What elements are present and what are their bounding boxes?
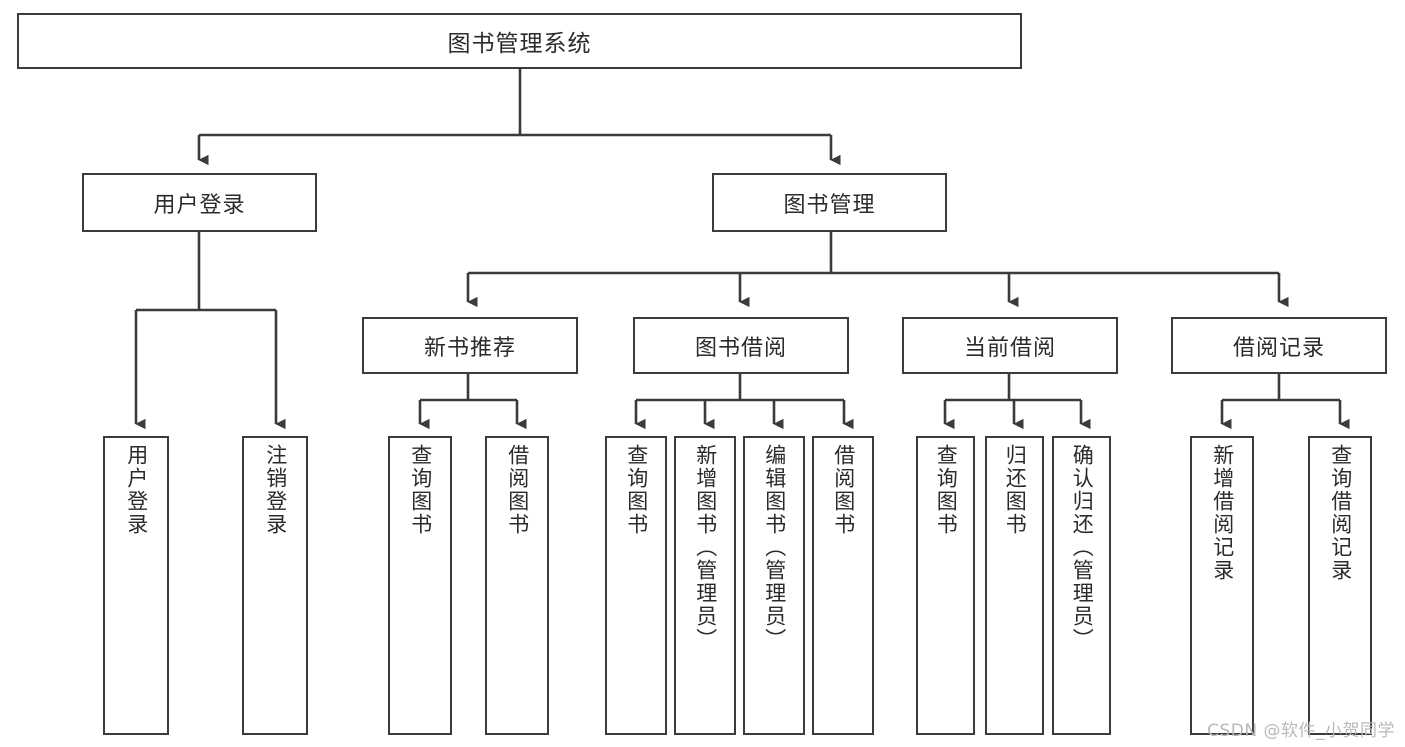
leaf-book-borrow-edit-book[interactable]: 编辑图书（管理员） [743, 436, 805, 735]
leaf-user-login-logout[interactable]: 注销登录 [242, 436, 308, 735]
leaf-inner: 查询图书 [390, 444, 450, 733]
node-label: 借阅记录 [1232, 335, 1325, 361]
leaf-borrow-record-query-record[interactable]: 查询借阅记录 [1308, 436, 1372, 735]
node-book-borrow[interactable]: 图书借阅 [633, 317, 849, 374]
leaf-label: 查询图书 [408, 444, 433, 536]
node-borrow-record[interactable]: 借阅记录 [1171, 317, 1387, 374]
leaf-label: 确认归还（管理员） [1070, 444, 1095, 651]
leaf-inner: 确认归还（管理员） [1054, 444, 1109, 733]
leaf-label: 新增图书（管理员） [693, 444, 718, 651]
leaf-label: 新增借阅记录 [1210, 444, 1235, 582]
node-label: 用户登录 [153, 192, 246, 218]
leaf-inner: 编辑图书（管理员） [745, 444, 803, 733]
node-label: 新书推荐 [423, 335, 516, 361]
leaf-book-borrow-add-book[interactable]: 新增图书（管理员） [674, 436, 736, 735]
leaf-inner: 新增图书（管理员） [676, 444, 734, 733]
leaf-current-borrow-confirm-return[interactable]: 确认归还（管理员） [1052, 436, 1111, 735]
node-user-login[interactable]: 用户登录 [82, 173, 317, 232]
node-new-book-recommend[interactable]: 新书推荐 [362, 317, 578, 374]
leaf-new-book-query-book[interactable]: 查询图书 [388, 436, 452, 735]
leaf-inner: 借阅图书 [814, 444, 872, 733]
leaf-inner: 归还图书 [987, 444, 1042, 733]
leaf-borrow-record-add-record[interactable]: 新增借阅记录 [1190, 436, 1254, 735]
node-root-book-management-system[interactable]: 图书管理系统 [17, 13, 1022, 69]
leaf-label: 用户登录 [124, 444, 149, 536]
leaf-inner: 查询借阅记录 [1310, 444, 1370, 733]
leaf-inner: 新增借阅记录 [1192, 444, 1252, 733]
leaf-label: 借阅图书 [831, 444, 856, 536]
leaf-label: 借阅图书 [505, 444, 530, 536]
node-label: 图书管理 [783, 192, 876, 218]
leaf-label: 编辑图书（管理员） [762, 444, 787, 651]
leaf-inner: 注销登录 [244, 444, 306, 733]
leaf-book-borrow-query-book[interactable]: 查询图书 [605, 436, 667, 735]
watermark-text: CSDN @软件_小贺同学 [1207, 721, 1395, 741]
leaf-inner: 查询图书 [607, 444, 665, 733]
leaf-label: 查询借阅记录 [1328, 444, 1353, 582]
node-label: 当前借阅 [963, 335, 1056, 361]
leaf-label: 归还图书 [1003, 444, 1028, 536]
leaf-inner: 用户登录 [105, 444, 167, 733]
node-book-management[interactable]: 图书管理 [712, 173, 947, 232]
leaf-book-borrow-borrow-book[interactable]: 借阅图书 [812, 436, 874, 735]
leaf-new-book-borrow-book[interactable]: 借阅图书 [485, 436, 549, 735]
leaf-label: 注销登录 [263, 444, 288, 536]
leaf-current-borrow-return-book[interactable]: 归还图书 [985, 436, 1044, 735]
leaf-inner: 查询图书 [918, 444, 973, 733]
node-current-borrow[interactable]: 当前借阅 [902, 317, 1118, 374]
node-label: 图书管理系统 [447, 31, 592, 57]
node-label: 图书借阅 [694, 335, 787, 361]
leaf-current-borrow-query-book[interactable]: 查询图书 [916, 436, 975, 735]
leaf-label: 查询图书 [934, 444, 959, 536]
leaf-inner: 借阅图书 [487, 444, 547, 733]
leaf-user-login-login[interactable]: 用户登录 [103, 436, 169, 735]
leaf-label: 查询图书 [624, 444, 649, 536]
